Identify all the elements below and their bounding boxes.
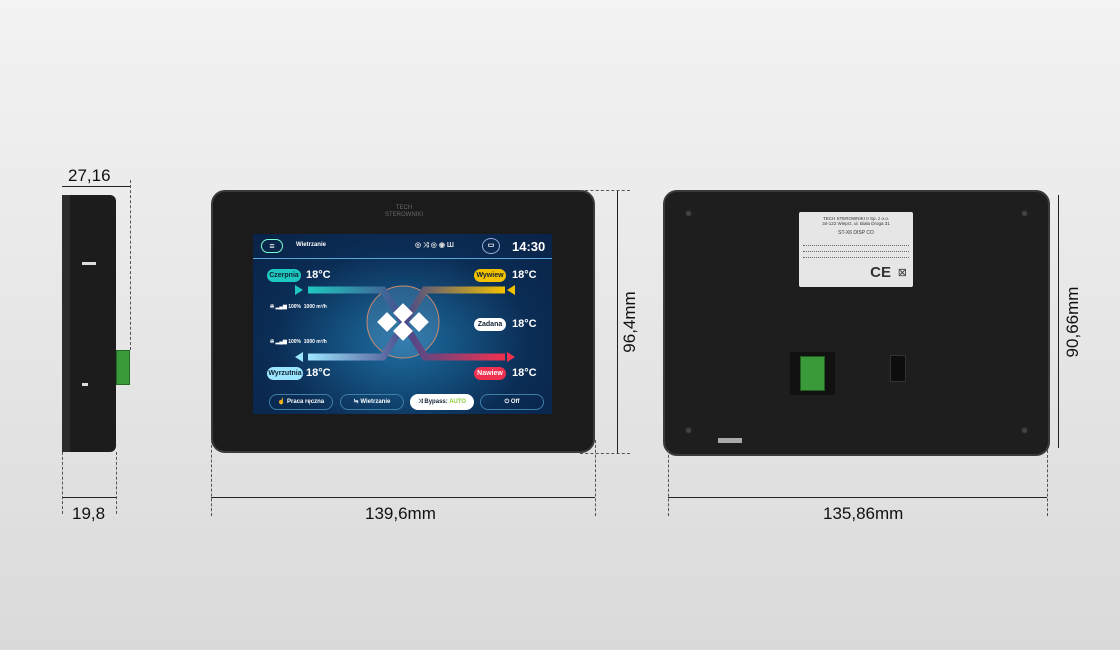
czerpnia-temp: 18°C bbox=[306, 269, 331, 281]
dim-back-height: 90,66mm bbox=[1063, 286, 1082, 358]
zadana-label: Zadana bbox=[474, 318, 506, 331]
off-button[interactable]: ⏻ Off bbox=[480, 394, 544, 410]
side-bezel bbox=[62, 195, 70, 452]
ce-mark: CE bbox=[870, 264, 891, 281]
side-connector bbox=[116, 350, 130, 385]
status-icons: ◎⤨◎◉Ш bbox=[415, 242, 456, 249]
czerpnia-label: Czerpnia bbox=[267, 269, 301, 282]
logo: TECH STEROWNIKI bbox=[384, 205, 423, 218]
fan-icon: ✇ ▂▄▆ bbox=[270, 304, 289, 310]
dim-line-front-height bbox=[617, 190, 618, 453]
side-view bbox=[62, 195, 116, 452]
side-slot bbox=[82, 383, 88, 386]
dim-line-back-width bbox=[668, 497, 1047, 498]
nawiew-label: Nawiew bbox=[474, 367, 506, 380]
dim-side-depth: 27,16 bbox=[68, 166, 111, 185]
product-label: TECH STEROWNIKI II Sp. z o.o. 34-122 Wie… bbox=[799, 212, 913, 287]
dim-line-side-depth bbox=[62, 186, 130, 187]
dim-line-front-width bbox=[211, 497, 595, 498]
wywiew-temp: 18°C bbox=[512, 269, 537, 281]
terminal-connector bbox=[790, 352, 835, 395]
dim-side-body: 19,8 bbox=[72, 504, 106, 523]
dim-line-back-height bbox=[1058, 195, 1059, 448]
fan1-info: ✇ ▂▄▆ 100% 1000 m³/h bbox=[270, 304, 327, 310]
wyrzutnia-temp: 18°C bbox=[306, 367, 331, 379]
side-slot bbox=[82, 262, 96, 265]
display-button[interactable]: ▭ bbox=[482, 238, 500, 254]
usb-port bbox=[718, 438, 742, 443]
screen-title: Wietrzanie bbox=[296, 242, 326, 248]
menu-button[interactable]: ≡ bbox=[261, 239, 283, 253]
touch-screen[interactable]: ≡ Wietrzanie ◎⤨◎◉Ш ▭ 14:30 Czerpnia 18°C… bbox=[253, 234, 552, 414]
wyrzutnia-label: Wyrzutnia bbox=[267, 367, 303, 380]
ventilation-button[interactable]: ≒ Wietrzanie bbox=[340, 394, 404, 410]
fan-icon: ✇ ▂▄▆ bbox=[270, 339, 289, 345]
airflow-diagram bbox=[295, 285, 515, 362]
dim-line-side-body bbox=[62, 497, 116, 498]
nawiew-temp: 18°C bbox=[512, 367, 537, 379]
dim-back-width: 135,86mm bbox=[823, 504, 904, 523]
dim-front-width: 139,6mm bbox=[365, 504, 436, 523]
zadana-temp: 18°C bbox=[512, 318, 537, 330]
wywiew-label: Wywiew bbox=[474, 269, 506, 282]
fan2-info: ✇ ▂▄▆ 100% 1000 m³/h bbox=[270, 339, 327, 345]
weee-icon: ⊠ bbox=[897, 267, 907, 279]
dim-front-height: 96,4mm bbox=[620, 291, 639, 353]
clock: 14:30 bbox=[512, 239, 546, 254]
manual-mode-button[interactable]: ☝ Praca ręczna bbox=[269, 394, 333, 410]
bypass-button[interactable]: ⤨ Bypass: AUTO bbox=[410, 394, 474, 410]
port bbox=[890, 355, 906, 382]
